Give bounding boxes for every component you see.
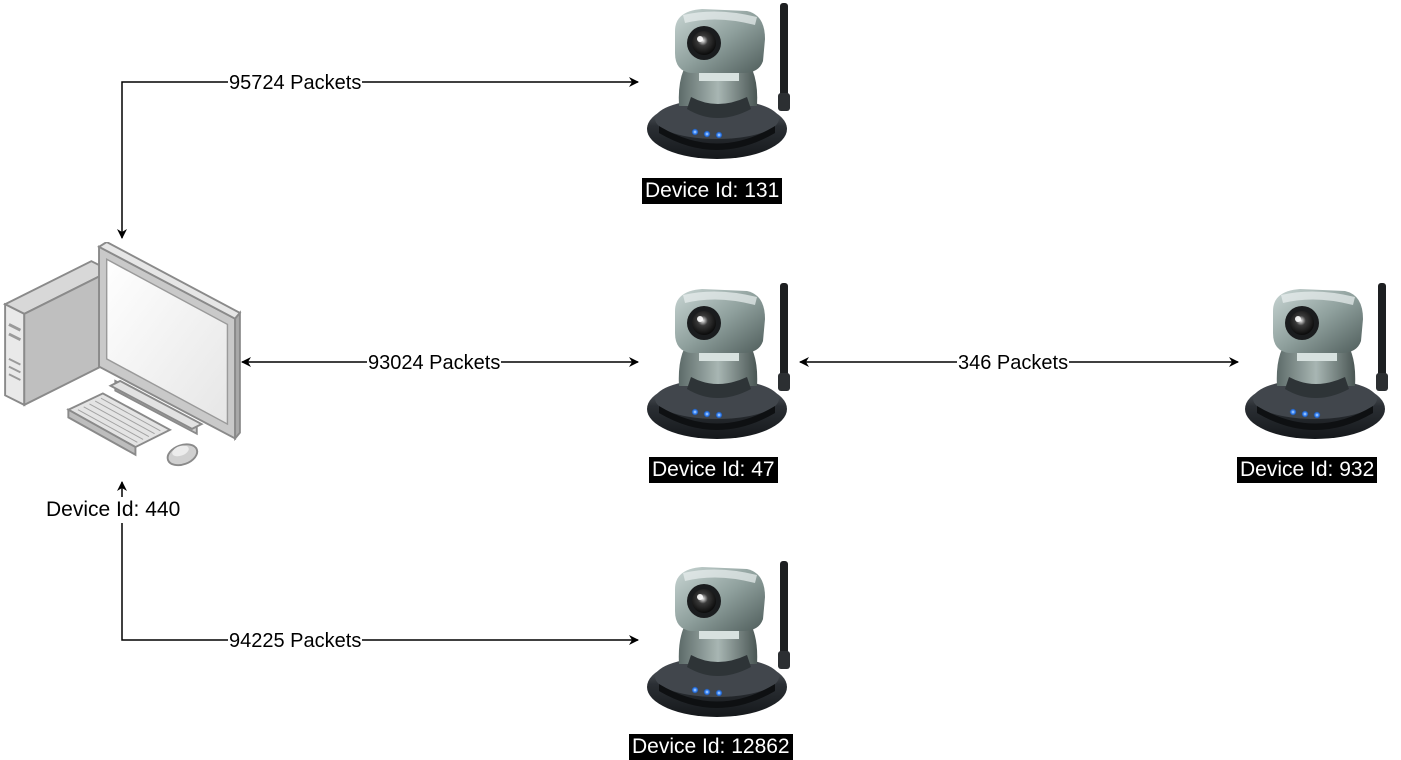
edge-440-12862	[117, 481, 639, 645]
edge-label-440-12862: 94225 Packets	[228, 629, 363, 653]
edge-440-131	[117, 77, 639, 239]
ip-camera-icon	[1245, 283, 1388, 439]
node-label-camera-12862: Device Id: 12862	[629, 734, 793, 760]
ip-camera-icon	[647, 561, 790, 717]
ip-camera-icon	[647, 3, 790, 159]
node-label-camera-131: Device Id: 131	[642, 178, 783, 204]
desktop-computer-icon	[3, 242, 242, 471]
edges	[117, 77, 1239, 645]
node-label-camera-932: Device Id: 932	[1237, 457, 1378, 483]
node-label-camera-47: Device Id: 47	[649, 457, 778, 483]
edge-label-440-131: 95724 Packets	[228, 71, 363, 95]
edge-label-47-932: 346 Packets	[957, 351, 1070, 375]
ip-camera-icon	[647, 283, 790, 439]
node-label-computer-440: Device Id: 440	[44, 497, 183, 523]
edge-label-440-47: 93024 Packets	[367, 351, 502, 375]
